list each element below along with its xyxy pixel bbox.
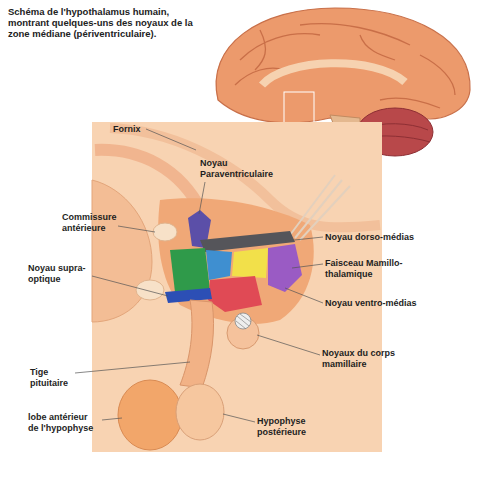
hatch (236, 314, 251, 329)
part-label: lobe antérieur de l'hypophyse (28, 412, 100, 433)
mammillary-nucleus (235, 313, 251, 329)
leader-line (199, 182, 205, 214)
green-nucleus (170, 248, 210, 292)
part-label: Faisceau Mamillo-thalamique (325, 258, 430, 279)
gyrus-line (235, 24, 455, 108)
corpus-callosum (262, 63, 405, 85)
figure-title: Schéma de l'hypothalamus humain, montran… (8, 6, 203, 39)
leader-line (92, 276, 168, 296)
zoom-panel (92, 122, 382, 452)
leader-line (75, 362, 190, 373)
leader-line (223, 414, 255, 422)
part-label: Noyau dorso-médias (325, 232, 455, 243)
ventromedial-nucleus (208, 276, 262, 312)
part-label: Tige pituitaire (30, 367, 80, 388)
frontal-lobe (92, 180, 152, 322)
optic-chiasm (136, 280, 164, 300)
part-label: Noyau supra-optique (28, 263, 98, 284)
part-label: Noyau Paraventriculaire (200, 158, 300, 179)
posterior-pituitary (176, 384, 224, 440)
pituitary-stalk (180, 300, 214, 388)
mamillothalamic-tract (290, 175, 350, 240)
leader-line (102, 418, 122, 420)
leader-line (292, 264, 323, 268)
part-label: Commissure antérieure (62, 212, 132, 233)
leader-line (118, 226, 155, 232)
leader-line (285, 288, 323, 303)
zoom-box (284, 92, 314, 126)
dorsomedial-nucleus (232, 248, 268, 278)
part-label: Fornix (113, 124, 173, 135)
leader-line (285, 237, 323, 241)
anterior-commissure (153, 223, 177, 241)
part-label: Noyaux du corps mamillaire (322, 348, 412, 369)
part-label: Noyau ventro-médias (325, 298, 455, 309)
brain-hemisphere (216, 8, 470, 126)
blue-nucleus (206, 250, 232, 280)
supraoptic-nucleus (165, 288, 212, 303)
anterior-pituitary (118, 380, 182, 450)
leader-line (146, 129, 196, 150)
leader-line (257, 335, 320, 355)
purple-nucleus (268, 244, 302, 292)
part-label: Hypophyse postérieure (257, 416, 329, 437)
hypothalamus (158, 198, 314, 324)
